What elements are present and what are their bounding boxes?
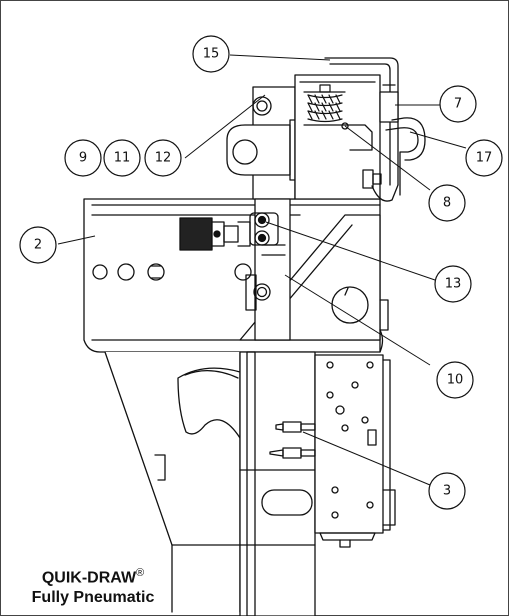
svg-text:8: 8 (443, 196, 451, 211)
callout-8: 8 (428, 184, 466, 222)
latch-pawl (344, 124, 373, 151)
callout-12: 12 (144, 139, 182, 177)
valve-block (314, 354, 384, 534)
leader-8 (344, 125, 431, 191)
bolt (253, 283, 271, 301)
registered-mark: ® (136, 567, 145, 579)
callout-10: 10 (436, 361, 474, 399)
rail-hole (147, 263, 165, 281)
callout-13: 13 (434, 265, 472, 303)
latch-housing (294, 74, 381, 200)
caption-title: QUIK-DRAW® (18, 563, 168, 588)
svg-text:11: 11 (114, 151, 131, 166)
svg-text:17: 17 (476, 151, 493, 166)
latch-hook (371, 184, 399, 202)
pivot-lug (226, 124, 291, 176)
air-cylinder (179, 217, 251, 251)
svg-text:9: 9 (79, 151, 87, 166)
leader-3 (302, 431, 431, 486)
rail-hole (117, 263, 135, 281)
callout-3: 3 (428, 472, 466, 510)
caption-brand: QUIK-DRAW (41, 569, 137, 587)
svg-text:3: 3 (443, 484, 451, 499)
svg-text:12: 12 (155, 151, 172, 166)
arch-cutout (177, 367, 241, 439)
callout-17: 17 (465, 139, 503, 177)
diagram-caption: QUIK-DRAW® Fully Pneumatic (18, 563, 168, 608)
rail-hole (92, 264, 108, 280)
leader-12 (184, 94, 266, 159)
callout-11: 11 (103, 139, 141, 177)
rail-hole (234, 263, 252, 281)
caption-subtitle: Fully Pneumatic (31, 589, 155, 607)
callout-7: 7 (439, 85, 477, 123)
svg-text:2: 2 (34, 238, 42, 253)
leader-15 (229, 54, 331, 61)
svg-text:15: 15 (203, 47, 220, 62)
callout-2: 2 (19, 226, 57, 264)
leader-13 (265, 221, 436, 281)
pneumatic-fittings (269, 421, 316, 459)
svg-text:10: 10 (447, 373, 464, 388)
lower-bracket (239, 351, 316, 616)
leader-10 (284, 274, 431, 366)
callout-15: 15 (192, 35, 230, 73)
leader-17 (409, 131, 467, 149)
air-line (385, 127, 419, 196)
svg-text:7: 7 (454, 97, 462, 112)
callout-9: 9 (64, 139, 102, 177)
leader-2 (57, 235, 96, 245)
svg-text:13: 13 (445, 277, 462, 292)
spring (303, 84, 346, 126)
bolt-group (249, 212, 279, 246)
